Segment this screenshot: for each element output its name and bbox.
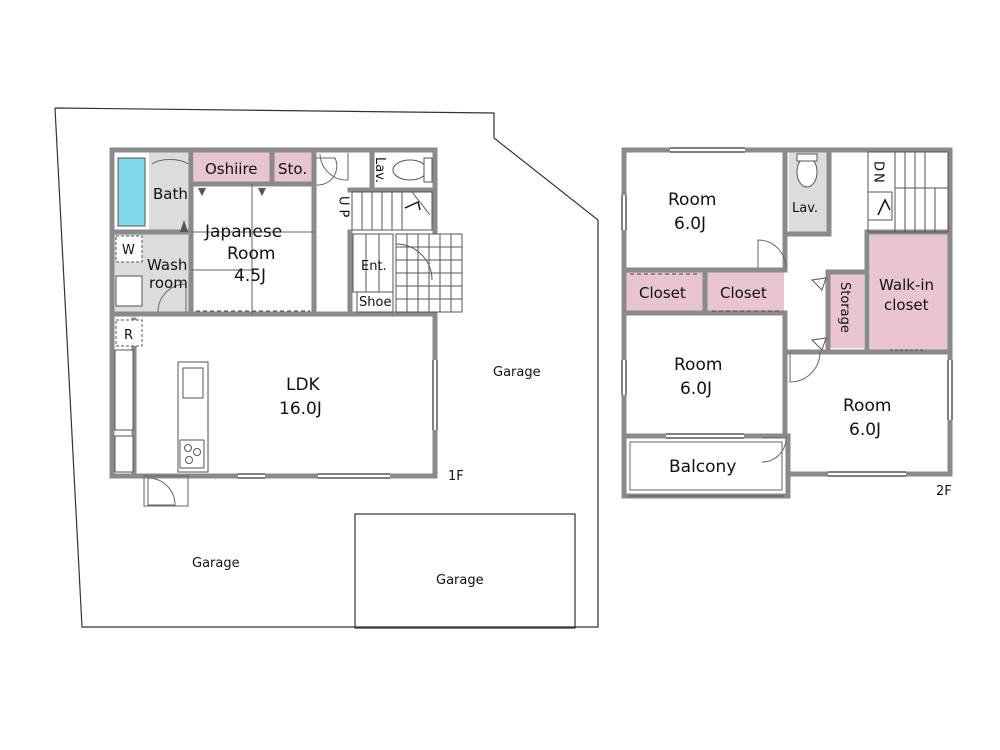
fixture-mark: [810, 277, 827, 291]
storage-fill: [830, 274, 864, 348]
door-swing: [157, 283, 187, 313]
room1-label-1: Room: [668, 190, 716, 210]
entrance-door-swing: [395, 243, 433, 281]
door-swing: [789, 351, 821, 383]
floor2-label: 2F: [936, 484, 952, 499]
garage-box: [354, 513, 576, 629]
door-swing: [315, 157, 338, 186]
door-swing: [147, 477, 176, 506]
japanese-room-label-2: Room: [227, 244, 275, 264]
closet2-label: Closet: [720, 284, 767, 302]
door-swing: [757, 239, 787, 269]
walkin-label-2: closet: [884, 296, 929, 314]
room1-label-2: 6.0J: [674, 214, 706, 234]
bath-tub: [117, 157, 146, 227]
oshiire-label: Oshiire: [205, 160, 258, 178]
stove: [179, 439, 205, 469]
bath-floor: [149, 152, 191, 232]
ent-hall-grid: [352, 233, 394, 313]
balcony-inner: [629, 441, 783, 491]
dn-label: DN: [871, 161, 886, 185]
ldk-label-1: LDK: [286, 375, 321, 395]
sto-label: Sto.: [278, 160, 307, 178]
wash-room-label-1: Wash: [147, 256, 187, 274]
garage-bottom-left-label: Garage: [192, 556, 240, 571]
kitchen-sink: [182, 367, 204, 399]
entrance-label: Ent.: [361, 259, 387, 274]
entrance-tiles: [395, 233, 463, 313]
lot-boundary: [54, 107, 599, 628]
closet2-fill: [707, 272, 784, 312]
door-swing: [319, 153, 349, 181]
wash-room-label-2: room: [149, 274, 188, 292]
cupboard: [114, 349, 134, 431]
japanese-room-label-1: Japanese: [204, 222, 282, 242]
sink-box: [115, 275, 143, 307]
closet1-fill: [626, 272, 703, 312]
fridge-label: R: [124, 328, 133, 343]
washer-box: [115, 235, 143, 263]
walkin-label-1: Walk-in: [879, 276, 934, 294]
fridge-box: [115, 319, 143, 347]
floor1-label: 1F: [448, 469, 464, 484]
washer-label: W: [122, 243, 135, 258]
fixture-mark: [258, 188, 266, 196]
up-label: UP: [336, 196, 351, 221]
toilet-1f: [392, 157, 433, 183]
door-swing: [761, 437, 787, 463]
walkin-fill: [870, 234, 948, 350]
ldk-label-2: 16.0J: [279, 399, 322, 419]
room3-label-1: Room: [843, 396, 891, 416]
japanese-room-label-3: 4.5J: [234, 266, 266, 286]
fixture-mark: [198, 188, 206, 196]
balcony-label: Balcony: [669, 457, 736, 477]
stairs-2f: [867, 151, 949, 233]
room2-label-1: Room: [674, 355, 722, 375]
garage-right-label: Garage: [493, 365, 541, 380]
bath-sink: [151, 159, 189, 165]
fixture-mark: [810, 337, 827, 351]
room3-label-2: 6.0J: [849, 420, 881, 440]
room2-label-2: 6.0J: [680, 379, 712, 399]
storage-label: Storage: [837, 282, 852, 333]
windows-1f: [238, 360, 438, 479]
stairs-1f: [351, 191, 433, 231]
windows-2f: [621, 147, 953, 477]
cupboard-2: [114, 435, 134, 473]
fixture-mark: [180, 220, 188, 232]
lav1-label: Lav.: [372, 157, 387, 183]
lav2-label: Lav.: [792, 201, 818, 216]
sto-fill: [274, 152, 312, 184]
bath-label: Bath: [153, 185, 188, 203]
toilet-2f: [796, 153, 818, 188]
shoe-label: Shoe: [359, 295, 391, 310]
floor1-outer-wall: [109, 147, 438, 193]
garage-bottom-mid-label: Garage: [436, 573, 484, 588]
back-door-step: [143, 475, 189, 507]
oshiire-fill: [194, 152, 271, 184]
closet1-label: Closet: [639, 284, 686, 302]
